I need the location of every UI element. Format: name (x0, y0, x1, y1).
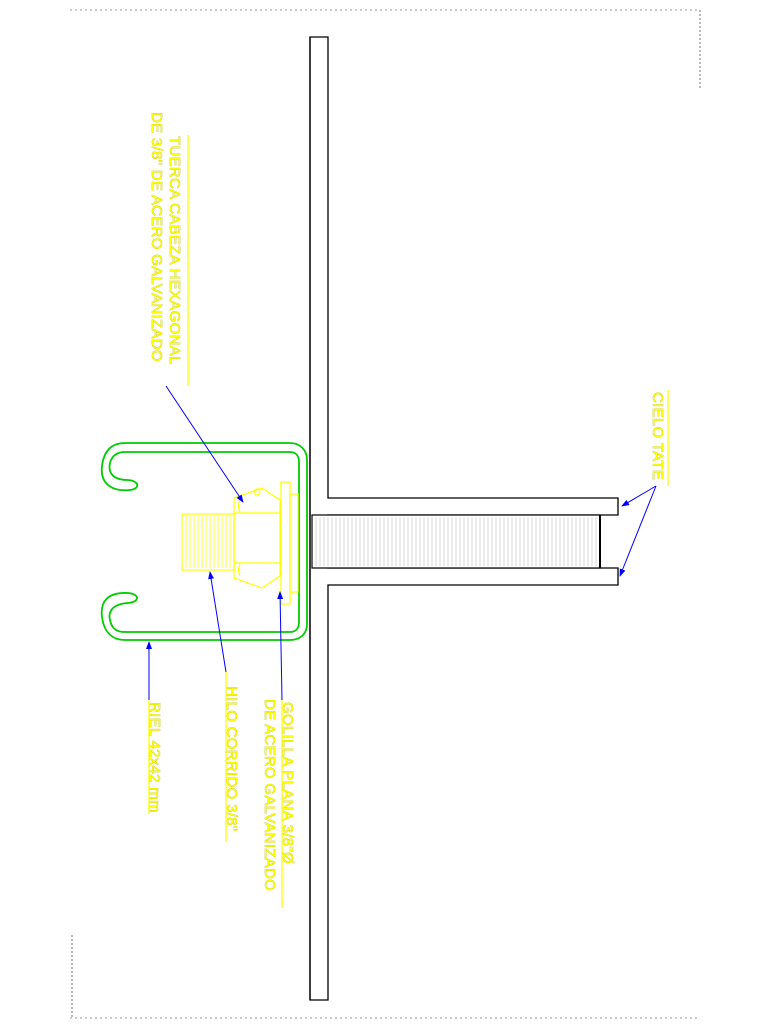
label-tuerca: TUERCA CABEZA HEXAGONAL DE 3/8" DE ACERO… (148, 112, 189, 386)
label-hilo: HILO CORRIDO 3/8" (223, 672, 240, 842)
label-riel-text: RIEL 42x42 mm (146, 702, 163, 813)
leader-cielo-b (619, 485, 657, 577)
label-hilo-text: HILO CORRIDO 3/8" (223, 686, 240, 831)
label-golilla-line2: DE ACERO GALVANIZADO (261, 699, 278, 891)
label-riel: RIEL 42x42 mm (146, 700, 163, 814)
label-golilla: GOLILLA PLANA 3/8"Ø DE ACERO GALVANIZADO (261, 699, 296, 908)
threaded-rod-slot (311, 514, 601, 569)
label-cielo: CIELO TATE (649, 390, 669, 486)
rail-channel (100, 442, 308, 641)
label-golilla-line1: GOLILLA PLANA 3/8"Ø (279, 702, 296, 864)
leader-tuerca (165, 385, 244, 503)
label-tuerca-line1: TUERCA CABEZA HEXAGONAL (166, 136, 183, 365)
leader-golilla (277, 591, 284, 701)
flat-washer (280, 481, 291, 605)
label-cielo-text: CIELO TATE (649, 392, 666, 480)
sheet-frame (70, 9, 701, 1019)
hex-nut-icon (233, 487, 281, 589)
hardware (181, 481, 299, 605)
leader-cielo-a (621, 485, 657, 507)
label-tuerca-line2: DE 3/8" DE ACERO GALVANIZADO (148, 112, 165, 362)
leader-lines (146, 385, 657, 701)
leader-hilo (208, 571, 227, 673)
